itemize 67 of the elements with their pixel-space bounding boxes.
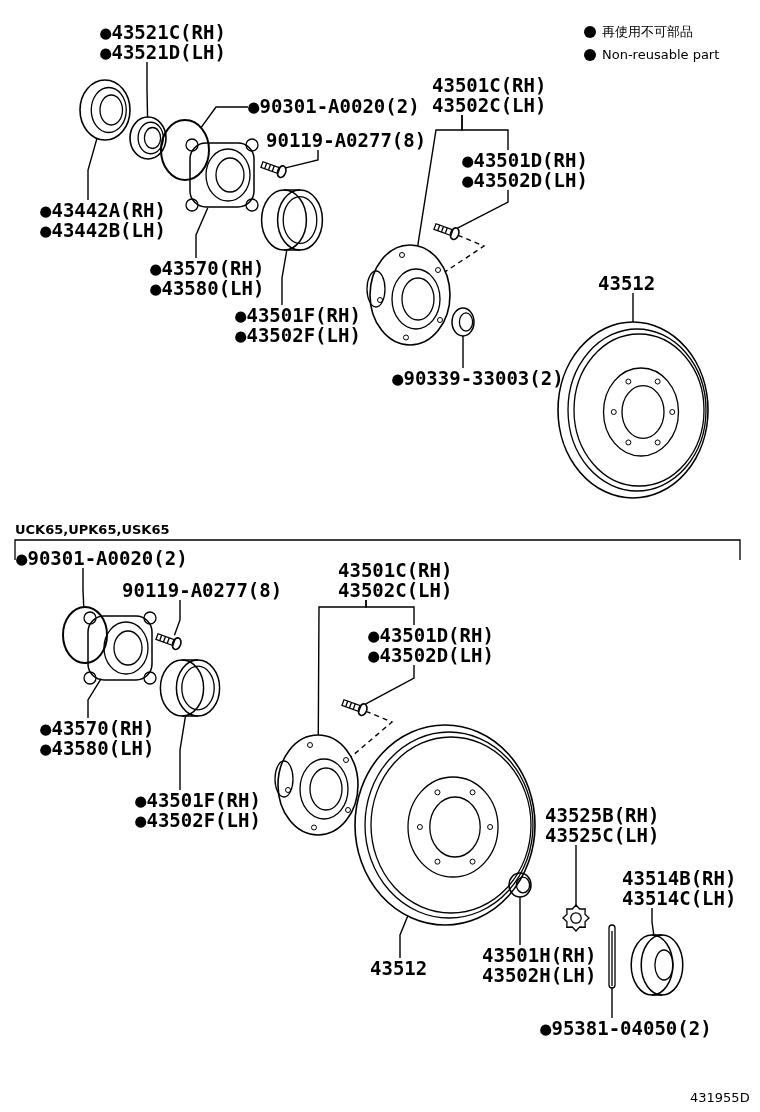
bearing-drawing bbox=[260, 189, 324, 251]
part-number: 43501H(RH) 43502H(LH) bbox=[482, 945, 615, 985]
part-number: ●90301-A0020(2) bbox=[16, 548, 188, 568]
part-number: 90119-A0277(8) bbox=[266, 130, 427, 150]
leader-line bbox=[179, 714, 187, 791]
castle-nut-drawing bbox=[562, 904, 590, 932]
part-number: 43512 bbox=[598, 273, 656, 293]
part-number: ●90339-33003(2) bbox=[392, 368, 564, 388]
part-number: ●95381-04050(2) bbox=[540, 1018, 712, 1038]
leader-line bbox=[281, 248, 288, 306]
grease-cap-drawing bbox=[630, 934, 684, 996]
cotter-pin-drawing bbox=[608, 924, 616, 989]
nut-drawing bbox=[508, 872, 532, 898]
part-number: ●43570(RH) ●43580(LH) bbox=[150, 258, 283, 298]
legend-text: 再使用不可部品 bbox=[602, 24, 693, 40]
o-ring-drawing bbox=[160, 119, 210, 181]
leader-line bbox=[284, 149, 319, 169]
part-number: 43525B(RH) 43525C(LH) bbox=[545, 805, 678, 845]
leader-line bbox=[462, 335, 464, 369]
leader-line bbox=[456, 189, 509, 229]
part-number: ●43570(RH) ●43580(LH) bbox=[40, 718, 173, 758]
bolt-drawing bbox=[433, 222, 460, 241]
part-number: ●43501D(RH) ●43502D(LH) bbox=[368, 625, 501, 665]
leader-line bbox=[611, 987, 613, 1019]
brake-disc-drawing bbox=[354, 724, 536, 926]
illustration-number: 431955D bbox=[690, 1090, 750, 1106]
leader-line bbox=[632, 292, 634, 323]
part-number: ●43501F(RH) ●43502F(LH) bbox=[235, 305, 368, 345]
leader-line bbox=[575, 844, 577, 906]
leader-line bbox=[519, 896, 521, 946]
part-number: ●43521C(RH) ●43521D(LH) bbox=[100, 22, 233, 62]
part-number: ●43442A(RH) ●43442B(LH) bbox=[40, 200, 173, 240]
leader-line bbox=[364, 664, 415, 705]
leader-line bbox=[461, 114, 509, 151]
leader-line bbox=[195, 207, 209, 259]
bolt-drawing bbox=[155, 632, 182, 651]
part-number: 43514B(RH) 43514C(LH) bbox=[622, 868, 755, 908]
axle-hub-drawing bbox=[274, 734, 359, 836]
oil-seal-drawing bbox=[79, 79, 131, 141]
bearing-drawing bbox=[159, 659, 221, 717]
leader-line bbox=[87, 137, 98, 201]
part-number: ●43501F(RH) ●43502F(LH) bbox=[135, 790, 268, 830]
bolt-drawing bbox=[341, 698, 368, 717]
part-number: 43501C(RH) 43502C(LH) bbox=[432, 75, 565, 115]
nut-drawing bbox=[451, 307, 475, 337]
leader-line bbox=[87, 677, 102, 719]
part-number: ●43501D(RH) ●43502D(LH) bbox=[462, 150, 595, 190]
bolt-drawing bbox=[260, 160, 287, 179]
leader-line bbox=[399, 915, 409, 959]
axle-hub-drawing bbox=[366, 244, 451, 346]
part-number: 43512 bbox=[370, 958, 428, 978]
legend-text: Non-reusable part bbox=[602, 47, 720, 63]
leader-line bbox=[173, 599, 181, 636]
part-number: 90119-A0277(8) bbox=[122, 580, 283, 600]
leader-line bbox=[651, 907, 655, 937]
o-ring-drawing bbox=[62, 606, 108, 664]
bearing-housing-drawing bbox=[83, 611, 157, 685]
leader-line bbox=[82, 567, 85, 608]
alignment-line bbox=[444, 234, 486, 273]
bearing-housing-drawing bbox=[185, 138, 259, 212]
part-number: 43501C(RH) 43502C(LH) bbox=[338, 560, 471, 600]
model-code: UCK65,UPK65,USK65 bbox=[15, 522, 170, 538]
oil-seal-drawing bbox=[129, 116, 167, 160]
part-number: ●90301-A0020(2) bbox=[248, 96, 420, 116]
leader-line bbox=[146, 61, 149, 118]
leader-line bbox=[200, 106, 249, 129]
leader-line bbox=[365, 599, 415, 626]
